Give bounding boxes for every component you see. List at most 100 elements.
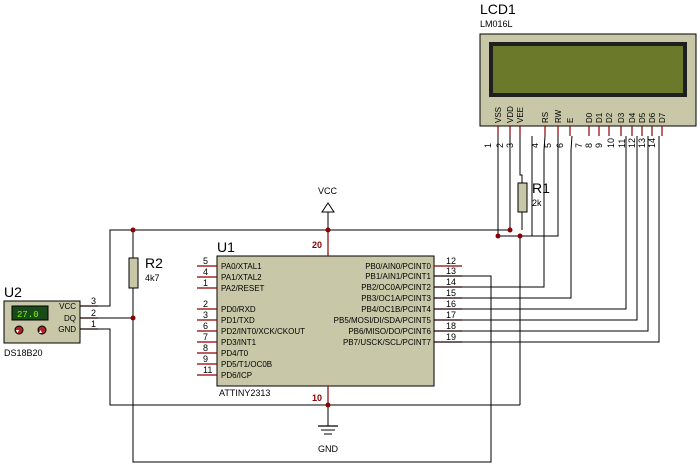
gnd-label: GND <box>318 444 339 454</box>
u1-left-pin-name: PD1/TXD <box>221 316 255 325</box>
u2-button-down-icon <box>14 325 24 335</box>
lcd-pin-num: 11 <box>617 139 627 148</box>
r1-ref: R1 <box>532 180 550 196</box>
lcd-pin-name: E <box>566 118 575 123</box>
lcd-pin-num: 14 <box>647 138 657 148</box>
wires <box>80 135 660 463</box>
lcd-pin-num: 13 <box>637 138 647 148</box>
lcd-pin-name: RW <box>554 109 563 123</box>
u1-left-pin-num: 1 <box>203 278 208 288</box>
u1-right-pin-num: 18 <box>446 321 456 331</box>
lcd-screen <box>493 46 683 93</box>
lcd-pin-num: 6 <box>555 143 565 148</box>
u1-right-pin-name: PB2/OC0A/PCINT2 <box>361 283 431 292</box>
u2-btn-down-glyph: ▾ <box>16 329 19 335</box>
lcd-pin-num: 9 <box>594 143 604 148</box>
lcd-pin-name: D5 <box>638 112 647 123</box>
r2-value: 4k7 <box>145 273 160 283</box>
lcd-pin-name: D4 <box>628 112 637 123</box>
u2-btn-up-glyph: ▴ <box>39 329 42 335</box>
u2-model: DS18B20 <box>4 348 43 358</box>
u1-left-pin-name: PA0/XTAL1 <box>221 262 262 271</box>
u1-right-pin-num: 13 <box>446 266 456 276</box>
vcc-arrow-icon <box>321 202 335 213</box>
gnd-symbol: GND <box>318 405 339 454</box>
u2-pin-num: 1 <box>91 319 96 329</box>
lcd-pin-name: D6 <box>648 112 657 123</box>
u2-display-value: 27.0 <box>17 310 39 320</box>
u1-left-pin-name: PD0/RXD <box>221 305 256 314</box>
u1-right-pin-num: 15 <box>446 288 456 298</box>
u1-left-pin-num: 2 <box>203 299 208 309</box>
mcu-u1: U1 ATTINY2313 20 10 5PA0/XTAL14PA1/XTAL2… <box>197 230 462 405</box>
u1-right-pin-num: 12 <box>446 256 456 266</box>
r1-value: 2k <box>532 198 542 208</box>
u1-body <box>216 255 435 387</box>
u1-right-pin-name: PB5/MOSI/DI/SDA/PCINT5 <box>334 316 432 325</box>
u1-left-pin-num: 7 <box>203 332 208 342</box>
u2-pin-num: 2 <box>91 308 96 318</box>
lcd-pin-name: RS <box>541 112 550 123</box>
lcd-pin-name: D1 <box>595 112 604 123</box>
r2-body <box>128 257 139 289</box>
u1-left-pin-num: 3 <box>203 310 208 320</box>
u1-gnd-pin-num: 10 <box>312 393 322 403</box>
u1-right-pin-name: PB3/OC1A/PCINT3 <box>361 294 431 303</box>
lcd-pin-num: 5 <box>543 143 553 148</box>
u1-right-pin-name: PB0/AIN0/PCINT0 <box>365 262 431 271</box>
u1-ref: U1 <box>217 239 235 255</box>
u1-left-pin-name: PA1/XTAL2 <box>221 273 262 282</box>
lcd-pin-num: 4 <box>530 143 540 148</box>
u2-pin-name: GND <box>58 325 76 334</box>
u1-right-pin-name: PB4/OC1B/PCINT4 <box>361 305 431 314</box>
lcd-pin-num: 1 <box>483 143 493 148</box>
u2-ref: U2 <box>4 284 22 300</box>
u1-vcc-pin-num: 20 <box>312 240 322 250</box>
lcd-pin-name: D7 <box>658 112 667 123</box>
lcd-pin-num: 12 <box>627 138 637 148</box>
u2-button-up-icon <box>37 325 47 335</box>
lcd-pin-num: 2 <box>495 143 505 148</box>
u1-right-pin-name: PB1/AIN1/PCINT1 <box>365 272 431 281</box>
lcd-pin-name: D0 <box>585 112 594 123</box>
u1-left-pin-num: 4 <box>203 267 208 277</box>
lcd-ref: LCD1 <box>480 1 516 17</box>
u2-pin-name: VCC <box>59 302 76 311</box>
r2-ref: R2 <box>145 255 163 271</box>
resistor-r1: R1 2k <box>517 180 550 213</box>
resistor-r2: R2 4k7 <box>128 255 163 289</box>
u2-display <box>11 305 49 321</box>
lcd-pin-name: VSS <box>494 107 503 123</box>
lcd-pin-name: D2 <box>605 112 614 123</box>
vcc-symbol: VCC <box>318 186 338 230</box>
u1-left-pin-num: 6 <box>203 321 208 331</box>
u1-right-pin-num: 17 <box>446 310 456 320</box>
u1-left-pin-name: PD2/INT0/XCK/CKOUT <box>221 327 305 336</box>
lcd-pin-num: 10 <box>606 138 616 148</box>
u1-right-pin-name: PB7/USCK/SCL/PCINT7 <box>343 338 432 347</box>
lcd-model: LM016L <box>480 19 513 29</box>
u1-left-pin-name: PD5/T1/OC0B <box>221 360 272 369</box>
u1-left-pin-num: 8 <box>203 343 208 353</box>
lcd-pin-name: VEE <box>516 107 525 123</box>
u2-pin-num: 3 <box>91 296 96 306</box>
lcd-pin-name: VDD <box>506 106 515 123</box>
u1-right-pin-num: 19 <box>446 332 456 342</box>
u2-pin-name: DQ <box>64 314 76 323</box>
lcd-pin-num: 7 <box>574 143 584 148</box>
lcd-pins: VSS1VDD2VEE3RS4RW5E6D07D18D29D310D411D51… <box>483 106 667 148</box>
lcd-pin-name: D3 <box>617 112 626 123</box>
u1-left-pin-name: PD6/ICP <box>221 371 252 380</box>
junctions <box>130 227 523 408</box>
u1-left-pin-num: 5 <box>203 256 208 266</box>
r1-body <box>517 182 528 213</box>
u1-right-pin-name: PB6/MISO/DO/PCINT6 <box>348 327 431 336</box>
lcd-display: LCD1 LM016L VSS1VDD2VEE3RS4RW5E6D07D18D2… <box>479 1 697 148</box>
u1-left-pin-name: PA2/RESET <box>221 284 265 293</box>
u1-left-pin-num: 9 <box>203 354 208 364</box>
lcd-pin-num: 8 <box>584 143 594 148</box>
